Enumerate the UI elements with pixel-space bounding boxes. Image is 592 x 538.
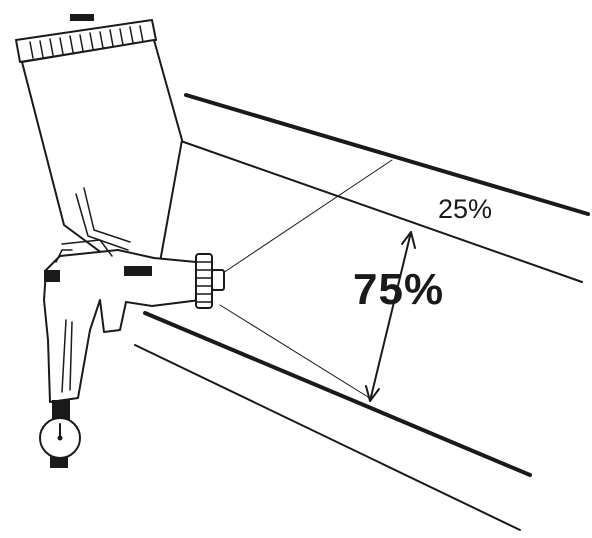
lower-band-top-edge	[143, 311, 532, 477]
spray-gun-icon	[15, 14, 225, 468]
upper-band-bottom-edge	[177, 139, 583, 283]
pressure-gauge-icon	[39, 417, 81, 459]
spray-fan-lower-line	[219, 304, 369, 398]
spray-fan	[219, 159, 393, 398]
spacing-arrow-head-top	[401, 231, 416, 249]
lower-band-bottom-edge	[134, 344, 521, 531]
spray-pass-bands	[134, 93, 590, 531]
spacing-arrow-shaft	[369, 231, 412, 402]
spacing-arrow	[365, 231, 416, 402]
spacing-percent-label: 75%	[353, 265, 445, 314]
paint-cup-icon	[15, 14, 183, 263]
spray-fan-upper-line	[219, 159, 393, 276]
spacing-arrow-head-bottom	[365, 385, 380, 402]
overlap-percent-label: 25%	[438, 194, 493, 224]
upper-band-top-edge	[184, 93, 590, 216]
